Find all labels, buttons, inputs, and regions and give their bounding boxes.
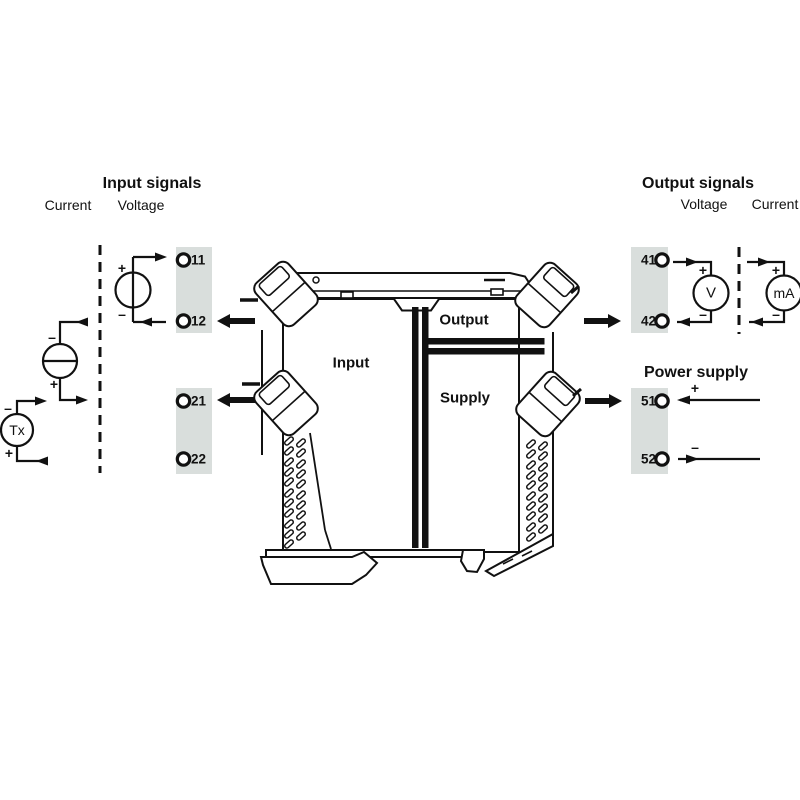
milliammeter-label: mA xyxy=(773,285,795,301)
terminal-circle-22 xyxy=(175,451,192,467)
transmitter-minus: – xyxy=(4,400,12,416)
arrow-input-12 xyxy=(217,314,255,328)
milliammeter-symbol xyxy=(747,257,800,327)
input-wiring xyxy=(0,252,167,466)
clamp-mid-right xyxy=(511,367,585,441)
terminal-label-21: 21 xyxy=(191,393,207,409)
input-signals-title: Input signals xyxy=(102,175,202,192)
input-current-label: Current xyxy=(44,197,92,213)
din-catch xyxy=(459,549,485,574)
milliammeter-minus: – xyxy=(772,306,780,322)
housing-front-panel xyxy=(282,298,520,553)
terminal-circle-41 xyxy=(654,252,670,268)
terminal-label-41: 41 xyxy=(640,252,656,268)
current-source-plus: + xyxy=(49,376,59,392)
terminal-label-51: 51 xyxy=(640,393,656,409)
terminal-circle-51 xyxy=(654,393,670,409)
terminal-circle-11 xyxy=(175,252,192,268)
clamp-top-right xyxy=(510,258,584,332)
arrow-output-42 xyxy=(584,314,621,328)
terminal-circle-21 xyxy=(175,393,192,409)
housing-bottom-right xyxy=(484,532,554,578)
vent-slots-right xyxy=(524,438,550,543)
transmitter-label: Tx xyxy=(9,422,25,438)
output-voltage-label: Voltage xyxy=(680,196,728,212)
terminal-circle-12 xyxy=(175,313,192,329)
din-latch xyxy=(259,550,379,585)
terminal-label-22: 22 xyxy=(191,451,207,467)
current-source-minus: – xyxy=(48,329,56,345)
transmitter-plus: + xyxy=(4,445,14,461)
voltage-source-symbol xyxy=(114,252,167,327)
voltmeter-minus: – xyxy=(699,306,707,322)
power-supply-plus: + xyxy=(690,380,700,396)
terminal-contacts xyxy=(175,252,670,467)
power-supply-wires xyxy=(677,395,760,464)
signal-flow-arrows xyxy=(217,314,622,408)
voltage-source-plus: + xyxy=(117,260,127,276)
voltmeter-plus: + xyxy=(698,262,708,278)
isolation-barriers xyxy=(412,307,545,548)
voltmeter-label: V xyxy=(705,284,717,302)
output-signals-title: Output signals xyxy=(642,175,754,192)
power-supply-title: Power supply xyxy=(643,364,749,381)
terminal-label-12: 12 xyxy=(191,313,207,329)
terminal-label-11: 11 xyxy=(191,252,206,268)
voltmeter-symbol xyxy=(673,257,730,327)
output-wiring xyxy=(673,257,800,464)
input-voltage-label: Voltage xyxy=(117,197,165,213)
power-supply-minus: – xyxy=(691,439,699,455)
voltage-source-minus: – xyxy=(118,306,126,322)
device-input-label: Input xyxy=(332,354,370,372)
dashed-separators xyxy=(98,245,741,473)
terminal-label-52: 52 xyxy=(640,451,656,467)
output-current-label: Current xyxy=(751,196,799,212)
terminal-circle-42 xyxy=(654,313,670,329)
device-housing xyxy=(240,257,585,585)
device-supply-label: Supply xyxy=(439,389,491,407)
terminal-circle-52 xyxy=(654,451,670,467)
transmitter-symbol xyxy=(0,396,48,466)
terminal-label-42: 42 xyxy=(640,313,656,329)
arrow-power-51 xyxy=(585,394,622,408)
milliammeter-plus: + xyxy=(771,262,781,278)
arrow-input-21 xyxy=(217,393,255,407)
device-output-label: Output xyxy=(439,311,489,329)
current-source-symbol xyxy=(41,317,88,405)
